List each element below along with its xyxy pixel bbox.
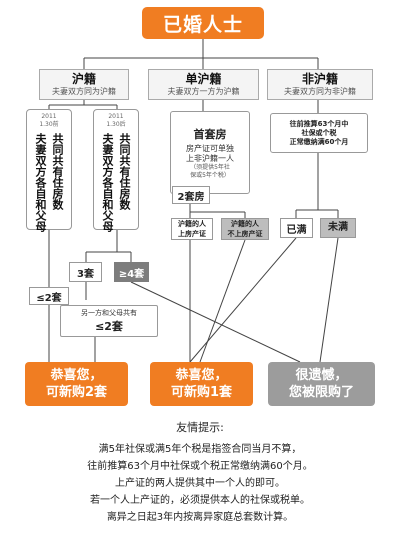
result-two-sets: 恭喜您， 可新购2套 xyxy=(25,362,128,406)
hu-not-on-cert-box: 沪籍的人 不上房产证 xyxy=(221,218,269,240)
hu-after-col-parents: 夫妻双方各自和父母 xyxy=(101,133,114,232)
hu-after-note-year: 2011 xyxy=(108,113,124,120)
non-req-line-1: 往前推算63个月中 xyxy=(289,119,349,128)
hu-before-note-year: 2011 xyxy=(41,113,57,120)
category-hu-title: 沪籍 xyxy=(71,72,96,86)
hu-before-col-parents: 夫妻双方各自和父母 xyxy=(34,133,47,232)
hu-before-box: 2011 1.30前 夫妻双方各自和父母 共同共有住房数 xyxy=(26,109,72,232)
first-house-box: 首套房 房产证可单独 上非沪籍一人 （须提供5年社 保或5年个税） xyxy=(170,111,250,194)
category-non: 非沪籍 夫妻双方同为非沪籍 xyxy=(267,69,373,100)
first-house-note-2: 保或5年个税） xyxy=(190,171,230,179)
hu-not-on-cert-line-2: 不上房产证 xyxy=(227,230,263,238)
result-limit-line-2: 您被限购了 xyxy=(288,385,354,400)
full-box: 已满 xyxy=(280,218,313,238)
not-full-box: 未满 xyxy=(320,218,356,238)
married-title: 已婚人士 xyxy=(142,7,264,39)
tip-line-5: 离异之日起3年内按离异家庭总套数计算。 xyxy=(106,512,294,523)
hu-on-cert-box: 沪籍的人 上房产证 xyxy=(171,218,213,240)
second-house-box: 2套房 xyxy=(172,186,210,204)
result-limit-line-1: 很遗憾， xyxy=(295,368,348,383)
non-req-line-3: 正常缴纳满60个月 xyxy=(289,137,349,146)
hu-not-on-cert-line-1: 沪籍的人 xyxy=(231,220,259,228)
hu-before-note: 2011 1.30前 xyxy=(39,113,58,129)
category-hu-sub: 夫妻双方同为沪籍 xyxy=(52,87,116,96)
category-single-title: 单沪籍 xyxy=(185,72,222,86)
tip-line-4: 若一个人上产证的，必须提供本人的社保或税单。 xyxy=(90,495,310,506)
result-limited: 很遗憾， 您被限购了 xyxy=(268,362,375,406)
non-req-line-2: 社保或个税 xyxy=(301,128,337,137)
four-plus-box: ≥4套 xyxy=(114,262,149,282)
tip-line-2: 往前推算63个月中社保或个税正常缴纳满60个月。 xyxy=(87,461,313,472)
result-two-line-1: 恭喜您， xyxy=(50,368,103,383)
non-hu-requirement-box: 往前推算63个月中 社保或个税 正常缴纳满60个月 xyxy=(270,113,368,153)
hu-on-cert-line-2: 上房产证 xyxy=(178,230,206,238)
parent-share-note: 另一方和父母共有 xyxy=(81,309,137,317)
first-house-note-1: （须提供5年社 xyxy=(190,163,230,171)
hu-before-col-shared: 共同共有住房数 xyxy=(51,133,64,210)
first-house-title: 首套房 xyxy=(193,127,227,141)
hu-before-note-date: 1.30前 xyxy=(39,121,59,128)
hu-after-col-shared: 共同共有住房数 xyxy=(118,133,131,210)
hu-after-box: 2011 1.30后 夫妻双方各自和父母 共同共有住房数 xyxy=(93,109,139,232)
category-non-sub: 夫妻双方同为非沪籍 xyxy=(284,87,356,96)
le2-mid-label: ≤2套 xyxy=(95,320,123,333)
result-one-line-1: 恭喜您， xyxy=(175,368,228,383)
tips-title: 友情提示: xyxy=(176,421,224,434)
category-hu: 沪籍 夫妻双方同为沪籍 xyxy=(39,69,129,100)
category-single: 单沪籍 夫妻双方一方为沪籍 xyxy=(148,69,259,100)
first-house-body-2: 上非沪籍一人 xyxy=(186,153,234,163)
tip-line-1: 满5年社保或满5年个税是指签合同当月不算， xyxy=(98,444,302,455)
category-single-sub: 夫妻双方一方为沪籍 xyxy=(167,87,240,96)
tip-line-3: 上产证的两人提供其中一个人的即可。 xyxy=(115,478,285,489)
three-sets-box: 3套 xyxy=(69,262,102,282)
hu-after-note: 2011 1.30后 xyxy=(106,113,125,129)
le2-left-box: ≤2套 xyxy=(29,287,69,305)
parent-share-box: 另一方和父母共有 ≤2套 xyxy=(60,305,158,337)
first-house-body-1: 房产证可单独 xyxy=(186,143,234,153)
result-two-line-2: 可新购2套 xyxy=(45,385,108,400)
category-non-title: 非沪籍 xyxy=(301,72,338,86)
result-one-set: 恭喜您， 可新购1套 xyxy=(150,362,253,406)
hu-after-note-date: 1.30后 xyxy=(106,121,126,128)
result-one-line-2: 可新购1套 xyxy=(170,385,233,400)
hu-on-cert-line-1: 沪籍的人 xyxy=(178,220,206,228)
